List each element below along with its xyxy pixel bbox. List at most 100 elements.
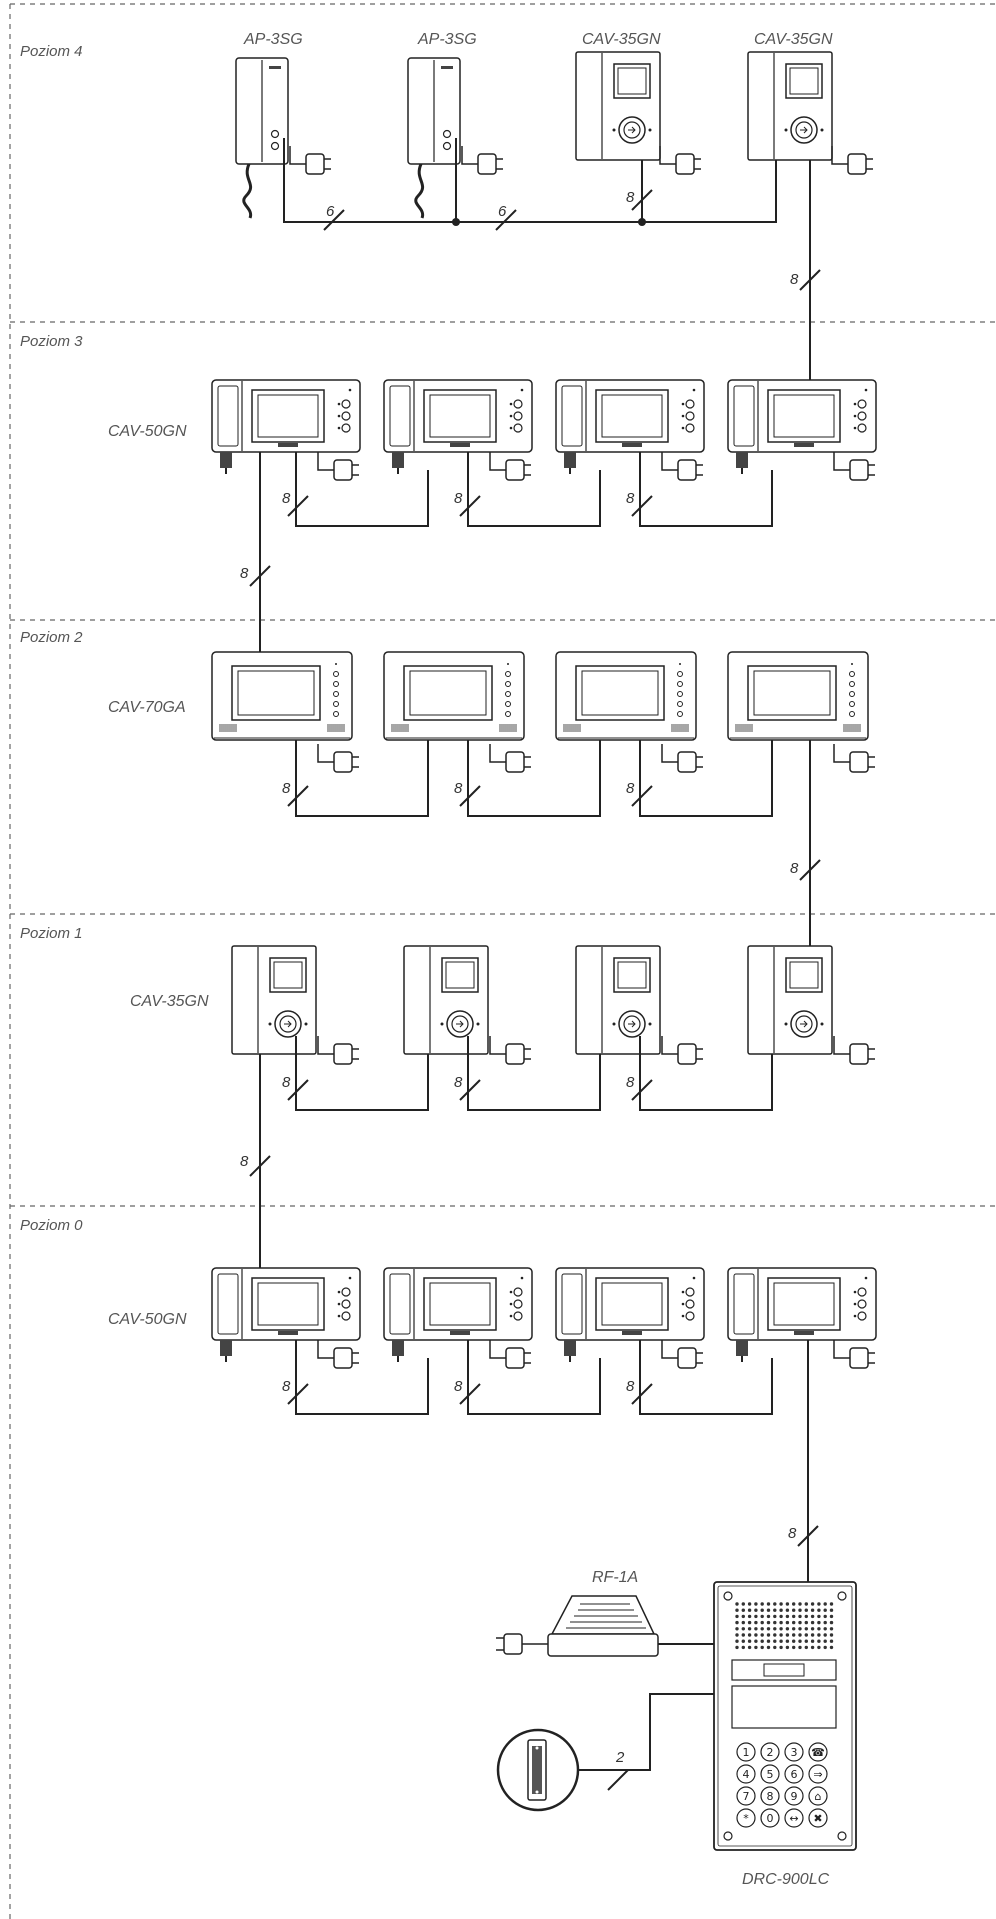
level-4-devices: AP-3SG AP-3SG CAV-35GN CAV-35GN 6 6 8 8: [234, 31, 874, 380]
wire-count-label: 8: [454, 780, 463, 797]
keypad-button: 0: [760, 1808, 780, 1828]
power-plug-icon: [489, 451, 532, 481]
keypad-button: 5: [760, 1764, 780, 1784]
intercom-handset-ap3sg-2: [406, 56, 462, 220]
video-monitor-cav70-4: [727, 651, 869, 741]
keypad-button: 1: [736, 1742, 756, 1762]
keypad-button: 3: [784, 1742, 804, 1762]
power-plug-icon: [833, 1035, 876, 1065]
svg-text:↔: ↔: [789, 1812, 798, 1825]
wire-count-label: 8: [626, 189, 635, 206]
video-monitor-cav35-2: [747, 51, 833, 161]
keypad-button: ☎: [808, 1742, 828, 1762]
electric-lock-icon: [496, 1728, 580, 1812]
level-label-3: Poziom 3: [20, 333, 83, 350]
power-plug-icon: [659, 145, 702, 175]
power-plug-icon: [833, 1339, 876, 1369]
model-label-cav35-2: CAV-35GN: [754, 31, 833, 48]
keypad-button: ⌂: [808, 1786, 828, 1806]
wire-count-label: 8: [626, 1074, 635, 1091]
bus-wire: [283, 138, 777, 223]
wire-count-label: 8: [240, 565, 249, 582]
speaker-grille: [735, 1602, 834, 1650]
model-label-drc900lc: DRC-900LC: [742, 1871, 830, 1888]
wire-count-label: 2: [615, 1749, 625, 1766]
video-monitor-cav70-3: [555, 651, 697, 741]
svg-text:9: 9: [791, 1790, 798, 1803]
power-plug-icon: [496, 1633, 548, 1655]
svg-text:8: 8: [767, 1790, 774, 1803]
svg-text:6: 6: [791, 1768, 798, 1781]
power-plug-icon: [317, 1339, 360, 1369]
model-label-rf1a: RF-1A: [592, 1569, 638, 1586]
level-label-0: Poziom 0: [20, 1217, 83, 1234]
model-label-ap3sg-1: AP-3SG: [243, 31, 303, 48]
power-plug-icon: [317, 1035, 360, 1065]
svg-text:2: 2: [767, 1746, 774, 1759]
intercom-handset-ap3sg-1: [234, 56, 290, 220]
wire-count-label: 8: [282, 1378, 291, 1395]
power-supply-rf1a: RF-1A: [496, 1569, 716, 1657]
keypad-button: ↔: [784, 1808, 804, 1828]
svg-text:7: 7: [743, 1790, 750, 1803]
model-label-cav50: CAV-50GN: [108, 423, 187, 440]
power-plug-icon: [489, 1035, 532, 1065]
wire-count-label: 8: [282, 490, 291, 507]
svg-text:☎: ☎: [811, 1746, 825, 1759]
keypad-button: 7: [736, 1786, 756, 1806]
model-label-cav70: CAV-70GA: [108, 699, 186, 716]
power-plug-icon: [317, 743, 360, 773]
keypad-button: 4: [736, 1764, 756, 1784]
wire-count-label: 8: [282, 1074, 291, 1091]
model-label-ap3sg-2: AP-3SG: [417, 31, 477, 48]
power-plug-icon: [833, 743, 876, 773]
wire-count-label: 8: [454, 490, 463, 507]
svg-text:1: 1: [743, 1746, 750, 1759]
power-plug-icon: [489, 1339, 532, 1369]
video-monitor-cav35-1: [231, 945, 317, 1055]
wire-count-label: 8: [790, 271, 799, 288]
power-plug-icon: [833, 451, 876, 481]
wire-count-label: 8: [626, 490, 635, 507]
level-label-2: Poziom 2: [20, 629, 83, 646]
wire-count-label: 8: [454, 1074, 463, 1091]
keypad-button: ⇒: [808, 1764, 828, 1784]
keypad-button: ✖: [808, 1808, 828, 1828]
video-monitor-cav35-4: [747, 945, 833, 1055]
power-plug-icon: [831, 145, 874, 175]
power-plug-icon: [661, 743, 704, 773]
power-plug-icon: [489, 743, 532, 773]
wire-count-label: 8: [626, 1378, 635, 1395]
wire-count-label: 8: [282, 780, 291, 797]
svg-text:*: *: [743, 1812, 749, 1825]
power-plug-icon: [661, 451, 704, 481]
video-monitor-cav70-2: [383, 651, 525, 741]
wire-count-label: 8: [790, 860, 799, 877]
level-label-1: Poziom 1: [20, 925, 83, 942]
model-label-cav35-1: CAV-35GN: [582, 31, 661, 48]
svg-text:3: 3: [791, 1746, 798, 1759]
svg-text:4: 4: [743, 1768, 750, 1781]
power-plug-icon: [661, 1339, 704, 1369]
power-plug-icon: [317, 451, 360, 481]
lock-wiring: 2: [578, 1693, 714, 1791]
video-monitor-cav35-3: [575, 945, 661, 1055]
svg-text:0: 0: [767, 1812, 774, 1825]
svg-text:⇒: ⇒: [813, 1768, 822, 1781]
keypad-button: 9: [784, 1786, 804, 1806]
video-monitor-cav35-1: [575, 51, 661, 161]
wire-count-label: 8: [626, 780, 635, 797]
level-label-4: Poziom 4: [20, 43, 83, 60]
wire-count-label: 6: [498, 203, 507, 220]
keypad-button: 2: [760, 1742, 780, 1762]
video-monitor-cav35-2: [403, 945, 489, 1055]
keypad-button: *: [736, 1808, 756, 1828]
level-1-devices: CAV-35GN 8 8 8 8: [130, 945, 876, 1268]
model-label-cav35: CAV-35GN: [130, 993, 209, 1010]
keypad-button: 6: [784, 1764, 804, 1784]
level-0-devices: CAV-50GN 8 8 8 8: [108, 1267, 877, 1582]
svg-text:5: 5: [767, 1768, 774, 1781]
level-2-devices: CAV-70GA 8 8 8 8: [108, 651, 876, 946]
svg-text:⌂: ⌂: [815, 1790, 822, 1803]
